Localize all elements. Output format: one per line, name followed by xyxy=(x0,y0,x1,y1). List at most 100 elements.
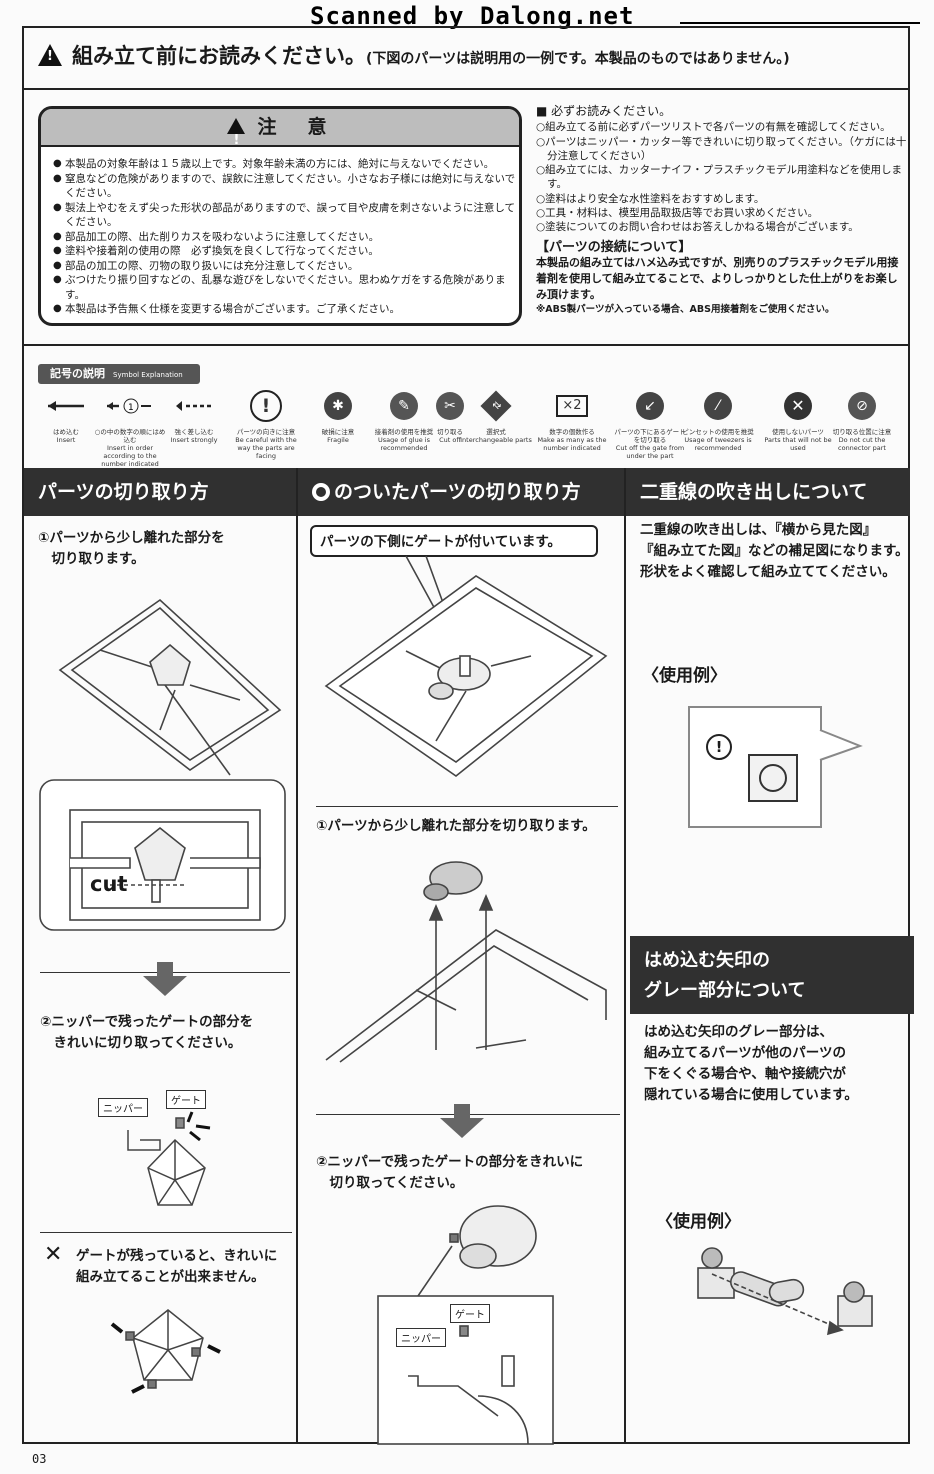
note-item: ○パーツはニッパー・カッター等できれいに切り取ってください。（ケガには十分注意し… xyxy=(536,135,907,162)
abs-note: ※ABS製パーツが入っている場合、ABS用接着剤をご使用ください。 xyxy=(536,303,835,315)
col3-text: 二重線の吹き出しは、『横から見た図』 『組み立てた図』などの補足図になります。 … xyxy=(640,522,909,580)
gray-arrow-diagram xyxy=(697,1247,873,1336)
symbol-label-jp: パーツの下にあるゲートを切り取る xyxy=(614,428,686,444)
caution-title: 注 意 xyxy=(257,116,333,138)
col2-title-text: のついたパーツの切り取り方 xyxy=(334,481,581,503)
col3-text2: はめ込む矢印のグレー部分は、 組み立てるパーツが他のパーツの 下をくぐる場合や、… xyxy=(644,1024,858,1103)
note-item: ○組み立てる前に必ずパーツリストで各パーツの有無を確認してください。 xyxy=(536,121,891,134)
page-title-text: 組み立て前にお読みください。 xyxy=(72,44,366,68)
symbol-label-en: Fragile xyxy=(327,436,349,444)
step-divider-2 xyxy=(316,806,618,807)
col1-step2: ②ニッパーで残ったゲートの部分を きれいに切り取ってください。 xyxy=(40,1014,254,1051)
symbol-legend-label-en: Symbol Explanation xyxy=(113,371,183,379)
runner-diagram-3 xyxy=(325,861,607,1063)
col3-example-label: 〈使用例〉 xyxy=(642,666,727,686)
symbol-label-jp: ピンセットの使用を推奨 xyxy=(682,428,754,436)
col3-title2-text: はめ込む矢印の グレー部分について xyxy=(644,950,806,1001)
symbol-label-jp: 強く差し込む xyxy=(174,428,214,436)
symbol-label-jp: 接着剤の使用を推奨 xyxy=(374,428,434,436)
symbol-label-en: Insert strongly xyxy=(170,436,218,444)
runner-diagram-1 xyxy=(39,598,286,931)
caution-item: 本製品の対象年齢は１５歳以上です。対象年齢未満の方には、絶対に与えないでください… xyxy=(53,157,519,172)
header-divider xyxy=(22,88,910,90)
caution-item: ぶつけたり振り回すなどの、乱暴な遊びをしないでください。思わぬケガをする危険があ… xyxy=(53,273,519,302)
caution-heading: 注 意 xyxy=(41,109,519,159)
nipper-diagram-1 xyxy=(127,1111,211,1206)
nipper-label-2: ニッパー xyxy=(396,1328,446,1347)
warning-triangle-icon xyxy=(38,44,62,66)
cut-position-icon: ⊘ xyxy=(826,388,898,424)
col2-step2: ②ニッパーで残ったゲートの部分をきれいに 切り取ってください。 xyxy=(316,1154,584,1191)
down-arrow-icon xyxy=(440,1104,484,1138)
section-divider xyxy=(22,344,910,346)
caution-item: 窒息などの危険がありますので、誤飲に注意してください。小さなお子様には絶対に与え… xyxy=(53,172,519,201)
gate-under-icon: ↙ xyxy=(614,388,686,424)
scanner-underline xyxy=(680,22,920,24)
numbered-arrow-icon: 1 xyxy=(94,388,166,424)
bad-cut-diagram xyxy=(110,1309,221,1394)
connection-text: 本製品の組み立てはハメ込み式ですが、別売りのプラスチックモデル用接着剤を使用して… xyxy=(536,255,899,301)
symbol-label-jp: 数字の個数作る xyxy=(549,428,595,436)
caution-warning-icon xyxy=(227,118,246,159)
runner-diagram-2 xyxy=(324,555,608,777)
note-item: ○塗料はより安全な水性塗料をおすすめします。 xyxy=(536,192,765,205)
caution-item: 部品の加工の際、刃物の取り扱いには充分注意してください。 xyxy=(53,259,519,274)
connection-title: 【パーツの接続について】 xyxy=(536,239,692,255)
symbol-label-jp: ○の中の数字の順にはめ込む xyxy=(94,428,166,444)
col1-step1: ①パーツから少し離れた部分を 切り取ります。 xyxy=(38,530,225,567)
page-title: 組み立て前にお読みください。(下図のパーツは説明用の一例です。本製品のものではあ… xyxy=(38,40,790,70)
symbol-label-jp: はめ込む xyxy=(53,428,79,436)
page-subtitle: (下図のパーツは説明用の一例です。本製品のものではありません。) xyxy=(366,51,790,67)
symbol-label-en: Cut off xyxy=(439,436,461,444)
caution-item: 塗料や接着剤の使用の際 必ず換気を良くして行なってください。 xyxy=(53,244,519,259)
gate-label-2: ゲート xyxy=(450,1304,490,1323)
symbol-label-jp: 切り取る xyxy=(437,428,463,436)
symbol-label-en: Usage of tweezers is recommended xyxy=(684,436,752,452)
caution-item: 部品加工の際、出た削りカスを吸わないように注意してください。 xyxy=(53,230,519,245)
note-item: ○塗装についてのお問い合わせはお答えしかねる場合がございます。 xyxy=(536,221,859,234)
symbol-label-jp: 選択式 xyxy=(486,428,506,436)
column-divider-2 xyxy=(624,468,626,1444)
tweezers-icon: ⁄ xyxy=(682,388,754,424)
symbol-label-jp: 使用しないパーツ xyxy=(772,428,824,436)
arrow-left-icon xyxy=(30,388,102,424)
symbol-label-en: Insert xyxy=(56,436,76,444)
col1-warning: ゲートが残っていると、きれいに 組み立てることが出来ません。 xyxy=(76,1248,278,1285)
col3-title2: はめ込む矢印の グレー部分について xyxy=(630,936,914,1014)
exclamation-icon: ! xyxy=(230,388,302,424)
glue-icon: ✎ xyxy=(368,388,440,424)
scanner-watermark: Scanned by Dalong.net xyxy=(310,2,635,30)
symbol-label-en: Be careful with the way the parts are fa… xyxy=(235,436,297,460)
gate-label: ゲート xyxy=(166,1090,206,1109)
symbol-label-jp: 切り取る位置に注意 xyxy=(832,428,892,436)
svg-text:1: 1 xyxy=(128,403,134,413)
part-cube xyxy=(748,754,798,802)
symbol-label-en: Interchangeable parts xyxy=(460,436,532,444)
exclamation-icon: ! xyxy=(706,734,732,760)
symbol-label-en: Cut off the gate from under the part xyxy=(615,444,685,460)
col3-example-label2: 〈使用例〉 xyxy=(656,1212,741,1232)
no-x-icon: ✕ xyxy=(44,1242,63,1267)
choice-icon: ⇄ xyxy=(460,388,532,424)
times-two-icon: ×2 xyxy=(536,388,608,424)
col3-title: 二重線の吹き出しについて xyxy=(626,468,910,516)
bubble-tail xyxy=(819,729,863,761)
unused-x-icon: ✕ xyxy=(762,388,834,424)
col2-title: のついたパーツの切り取り方 xyxy=(298,468,624,516)
strong-arrow-icon xyxy=(158,388,230,424)
cut-icon: ✂ xyxy=(414,388,486,424)
gate-under-icon xyxy=(312,483,330,501)
warning-divider xyxy=(40,1232,292,1233)
down-arrow-icon xyxy=(143,962,187,996)
